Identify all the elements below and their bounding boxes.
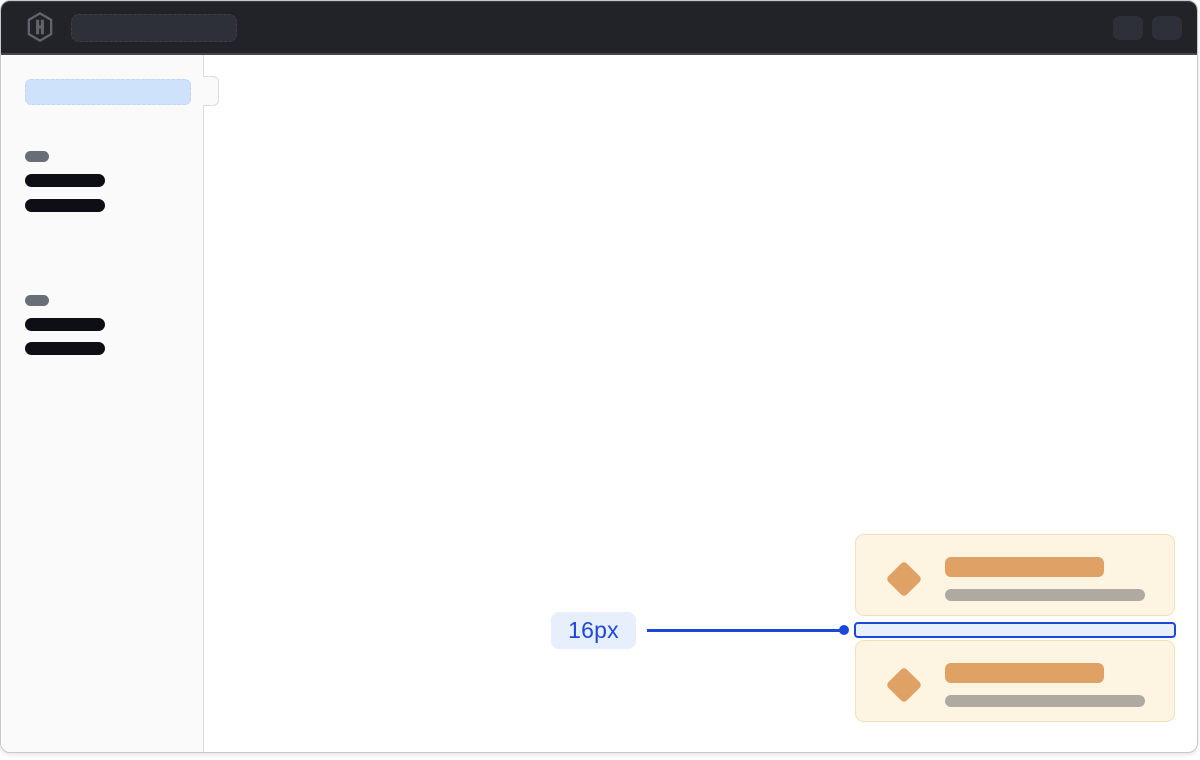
measured-gap-highlight — [854, 622, 1176, 638]
sidebar-nav-link[interactable] — [25, 318, 105, 331]
sidebar-nav-link[interactable] — [25, 174, 105, 187]
user-menu-button[interactable] — [1152, 16, 1182, 40]
measurement-leader-dot — [839, 625, 849, 635]
measurement-label: 16px — [551, 612, 636, 649]
card-title-placeholder — [945, 557, 1104, 577]
sidebar-nav-link[interactable] — [25, 342, 105, 355]
diamond-icon — [885, 666, 923, 704]
diamond-icon — [885, 560, 923, 598]
sidebar-section-label — [25, 151, 49, 162]
card-title-placeholder — [945, 663, 1104, 683]
sidebar-item-active[interactable] — [25, 79, 191, 105]
list-item-card[interactable] — [855, 640, 1175, 722]
card-subtitle-placeholder — [945, 589, 1145, 601]
sidebar — [1, 55, 204, 752]
sidebar-nav-link[interactable] — [25, 199, 105, 212]
sidebar-collapse-handle[interactable] — [203, 76, 219, 106]
card-subtitle-placeholder — [945, 695, 1145, 707]
help-button[interactable] — [1113, 16, 1143, 40]
search-input[interactable] — [71, 14, 237, 42]
measurement-leader-line — [647, 629, 840, 632]
top-navbar — [1, 1, 1197, 55]
hashicorp-logo-icon — [27, 12, 53, 42]
list-item-card[interactable] — [855, 534, 1175, 616]
sidebar-section-label — [25, 295, 49, 306]
